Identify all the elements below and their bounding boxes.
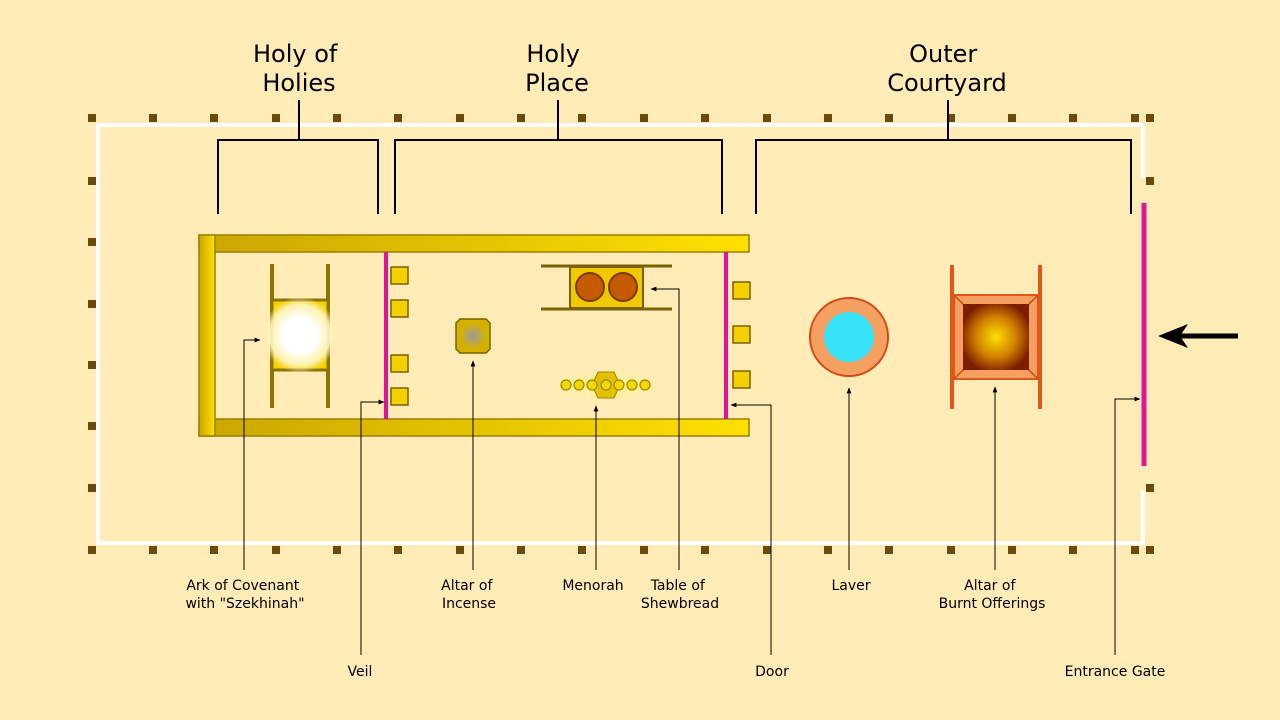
courtyard-fence <box>96 123 1145 545</box>
courtyard-post <box>272 546 280 554</box>
courtyard-post <box>640 114 648 122</box>
courtyard-post <box>701 546 709 554</box>
tabernacle-west-wall <box>198 234 216 437</box>
courtyard-post <box>88 361 96 369</box>
courtyard-post <box>1008 114 1016 122</box>
courtyard-post <box>885 546 893 554</box>
courtyard-post <box>88 546 96 554</box>
bracket-holy-place <box>394 100 723 214</box>
courtyard-post <box>640 546 648 554</box>
courtyard-post <box>149 546 157 554</box>
veil-pillar <box>390 299 409 318</box>
courtyard-post <box>272 114 280 122</box>
courtyard-post <box>88 484 96 492</box>
tabernacle-north-wall <box>198 234 750 253</box>
courtyard-post <box>1069 546 1077 554</box>
courtyard-post <box>578 114 586 122</box>
callout-ark <box>243 337 261 570</box>
label-entrance-gate: Entrance Gate <box>1065 664 1166 680</box>
courtyard-post <box>88 422 96 430</box>
door-pillar <box>732 281 751 300</box>
laver <box>809 297 889 377</box>
table-of-shewbread <box>541 264 672 311</box>
label-ark-of-covenant: Ark of Covenant with "Szekhinah" <box>185 578 304 612</box>
title-holy-place: Holy Place <box>525 40 589 97</box>
courtyard-post <box>88 114 96 122</box>
courtyard-post <box>333 546 341 554</box>
courtyard-post <box>1008 546 1016 554</box>
label-altar-of-burnt-offerings: Altar of Burnt Offerings <box>939 578 1046 612</box>
bracket-outer-courtyard <box>755 100 1132 214</box>
courtyard-post <box>1069 114 1077 122</box>
label-altar-of-incense: Altar of Incense <box>441 578 497 612</box>
title-holy-of-holies: Holy of Holies <box>253 40 345 97</box>
courtyard-post <box>1146 546 1154 554</box>
veil-pillar <box>390 266 409 285</box>
label-veil: Veil <box>348 664 373 680</box>
courtyard-post <box>885 114 893 122</box>
courtyard-post <box>210 114 218 122</box>
courtyard-post <box>394 546 402 554</box>
altar-of-burnt-offerings <box>950 265 1042 409</box>
courtyard-post <box>456 546 464 554</box>
courtyard-post <box>763 546 771 554</box>
label-door: Door <box>755 664 789 680</box>
ark-of-covenant <box>262 264 338 408</box>
entrance-arrow <box>1158 324 1238 348</box>
courtyard-post <box>88 238 96 246</box>
courtyard-post <box>1146 177 1154 185</box>
courtyard-post <box>88 177 96 185</box>
courtyard-post <box>456 114 464 122</box>
section-brackets <box>217 100 1132 214</box>
tabernacle-walls <box>198 234 750 437</box>
veil-pillar <box>390 387 409 406</box>
altar-fire <box>963 304 1029 370</box>
callout-door <box>730 402 772 655</box>
shewbread-loaf <box>608 272 638 302</box>
label-menorah: Menorah <box>562 578 623 594</box>
callout-lines <box>243 286 1141 655</box>
courtyard-posts <box>88 114 1154 554</box>
courtyard-post <box>1131 546 1139 554</box>
callout-shewbread <box>650 286 680 570</box>
courtyard-post <box>210 546 218 554</box>
courtyard-post <box>333 114 341 122</box>
courtyard-post <box>1146 484 1154 492</box>
label-table-of-shewbread: Table of Shewbread <box>641 578 719 612</box>
label-laver: Laver <box>831 578 870 594</box>
pillars <box>390 266 751 406</box>
bracket-holy-of-holies <box>217 100 379 214</box>
callout-veil <box>360 399 385 655</box>
courtyard-post <box>1146 114 1154 122</box>
title-outer-courtyard: Outer Courtyard <box>887 40 1007 97</box>
altar-of-incense <box>455 318 491 354</box>
courtyard-post <box>701 114 709 122</box>
courtyard-post <box>1131 114 1139 122</box>
courtyard-post <box>394 114 402 122</box>
door-pillar <box>732 325 751 344</box>
courtyard-post <box>947 114 955 122</box>
courtyard-post <box>578 546 586 554</box>
tabernacle-south-wall <box>198 418 750 437</box>
courtyard-post <box>824 114 832 122</box>
shekhinah-glow <box>262 297 338 373</box>
callout-entrance-gate <box>1114 396 1141 655</box>
shewbread-loaf <box>575 272 605 302</box>
courtyard-post <box>763 114 771 122</box>
courtyard-post <box>517 546 525 554</box>
courtyard-post <box>149 114 157 122</box>
veil-pillar <box>390 354 409 373</box>
courtyard-post <box>947 546 955 554</box>
courtyard-post <box>517 114 525 122</box>
menorah <box>551 369 661 401</box>
laver-water <box>824 312 874 362</box>
courtyard-post <box>88 300 96 308</box>
door-pillar <box>732 370 751 389</box>
courtyard-post <box>824 546 832 554</box>
